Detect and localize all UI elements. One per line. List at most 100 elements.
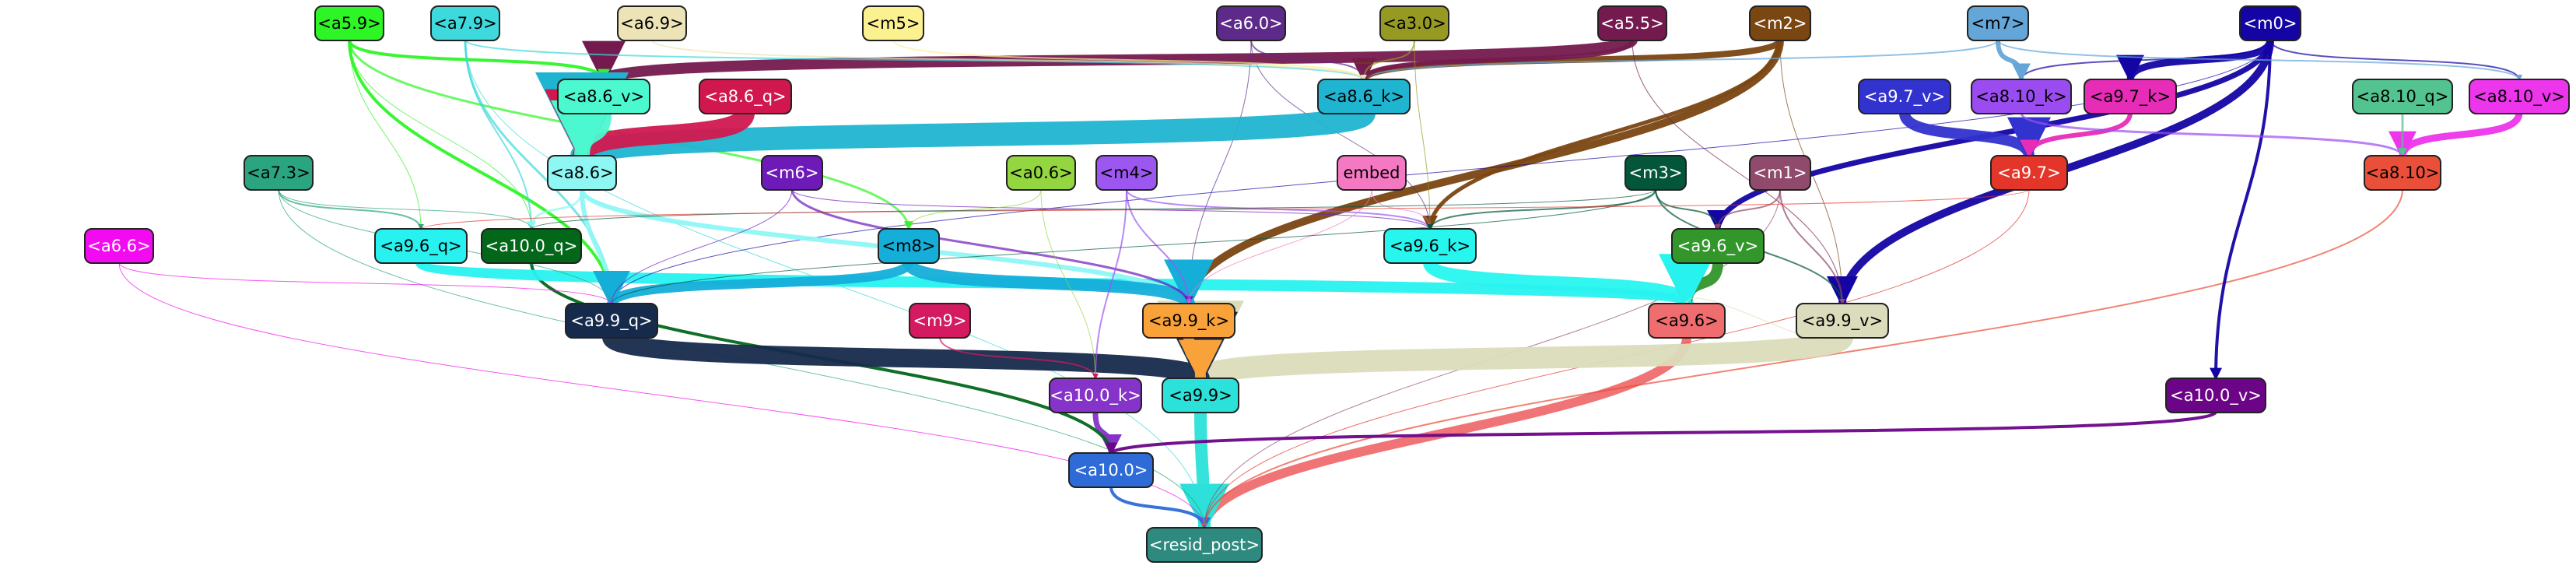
edge-m4-to-a9-9-k — [1126, 188, 1192, 305]
edge-a8-6-to-a10-0-q — [527, 188, 584, 231]
node-a10-0[interactable]: <a10.0> — [1068, 452, 1154, 488]
node-a9-6-v[interactable]: <a9.6_v> — [1671, 228, 1765, 264]
edge-m8-to-a9-9-k — [902, 259, 1214, 310]
node-a9-7[interactable]: <a9.7> — [1990, 155, 2068, 191]
node-a10-0-k[interactable]: <a10.0_k> — [1049, 378, 1142, 413]
node-a8-6[interactable]: <a8.6> — [547, 155, 617, 191]
edge-a10-0-to-resid-post — [1109, 486, 1211, 530]
node-a8-6-k[interactable]: <a8.6_k> — [1317, 79, 1411, 114]
node-a9-6[interactable]: <a9.6> — [1648, 303, 1726, 339]
node-a7-9[interactable]: <a7.9> — [430, 5, 500, 41]
node-m5[interactable]: <m5> — [862, 5, 924, 41]
node-a9-9-q[interactable]: <a9.9_q> — [565, 303, 658, 339]
edge-a0-6-to-a10-0-k — [1040, 188, 1097, 380]
edge-a8-6-v-to-a8-6 — [551, 100, 614, 163]
edge-a6-0-to-a9-9-k — [1187, 39, 1252, 305]
edge-m3-to-a9-9-q — [610, 188, 1656, 305]
node-m0[interactable]: <m0> — [2239, 5, 2301, 41]
node-a9-6-k[interactable]: <a9.6_k> — [1383, 228, 1477, 264]
node-a5-9[interactable]: <a5.9> — [314, 5, 384, 41]
edge-m3-to-a9-6-k — [1427, 188, 1656, 230]
node-a9-6-q[interactable]: <a9.6_q> — [374, 228, 468, 264]
edge-a8-10-k-to-a8-10 — [2020, 112, 2407, 158]
edge-m7-to-a8-10-k — [1996, 39, 2031, 83]
edge-m5-to-a8-6-k — [892, 39, 1367, 81]
node-a6-9[interactable]: <a6.9> — [617, 5, 687, 41]
node-embed[interactable]: embed — [1337, 155, 1407, 191]
edge-m6-to-a9-9-k — [790, 188, 1193, 306]
node-a5-5[interactable]: <a5.5> — [1597, 5, 1667, 41]
edge-m7-to-a8-6-k — [1361, 39, 1999, 81]
edge-a6-0-to-a9-6-k — [1250, 39, 1432, 230]
edge-a6-6-to-resid-post — [118, 262, 1206, 529]
edge-a10-0-v-to-a10-0 — [1105, 410, 2217, 455]
node-a8-10-q[interactable]: <a8.10_q> — [2352, 79, 2453, 114]
edge-m1-to-a9-6-v — [1715, 188, 1781, 230]
edge-m3-to-a9-6-v — [1655, 188, 1721, 230]
node-a8-6-q[interactable]: <a8.6_q> — [699, 79, 792, 114]
node-m8[interactable]: <m8> — [878, 228, 940, 264]
edge-m3-to-a10-0-q — [530, 188, 1656, 230]
node-m1[interactable]: <m1> — [1749, 155, 1811, 191]
edge-m4-to-a10-0-k — [1092, 188, 1127, 380]
edge-a5-9-to-a9-9-q — [348, 39, 618, 306]
edge-a9-9-k-to-a9-9 — [1178, 336, 1222, 384]
node-a0-6[interactable]: <a0.6> — [1006, 155, 1076, 191]
edge-a9-7-to-a9-6-q — [419, 188, 2030, 230]
node-a9-9[interactable]: <a9.9> — [1162, 378, 1239, 413]
node-a6-6[interactable]: <a6.6> — [84, 228, 154, 264]
edge-m0-to-a10-0-v — [2210, 39, 2272, 381]
edge-a9-9-v-to-a9-6 — [1685, 297, 1843, 344]
edge-a6-6-to-a9-9-q — [118, 262, 613, 305]
node-a6-0[interactable]: <a6.0> — [1216, 5, 1286, 41]
edge-a5-5-to-a9-9-v — [1631, 39, 1844, 305]
node-m3[interactable]: <m3> — [1624, 155, 1687, 191]
node-m7[interactable]: <m7> — [1967, 5, 2029, 41]
node-a9-9-k[interactable]: <a9.9_k> — [1142, 303, 1235, 339]
node-m6[interactable]: <m6> — [761, 155, 823, 191]
edge-m9-to-a10-0-k — [939, 336, 1099, 380]
node-a3-0[interactable]: <a3.0> — [1379, 5, 1449, 41]
edge-a8-10-v-to-a8-10 — [2388, 112, 2523, 160]
node-resid-post[interactable]: <resid_post> — [1146, 527, 1263, 563]
edge-m2-to-a9-9-k — [1173, 39, 1784, 307]
edge-m1-to-a9-9-v — [1779, 188, 1845, 305]
node-a10-0-v[interactable]: <a10.0_v> — [2165, 378, 2266, 413]
edge-a7-9-to-a8-6-k — [464, 39, 1367, 81]
edge-a5-9-to-a8-6-v — [348, 39, 610, 82]
edge-a3-0-to-a9-6-k — [1414, 39, 1432, 230]
node-a8-10[interactable]: <a8.10> — [2364, 155, 2441, 191]
edge-m0-to-a8-10-v — [2269, 39, 2522, 81]
edge-a6-0-to-a8-6-k — [1250, 39, 1367, 81]
edge-a9-7-k-to-a9-7 — [2020, 112, 2133, 159]
edge-a7-9-to-a10-0-q — [464, 39, 534, 230]
edge-a0-6-to-m8 — [907, 188, 1042, 230]
edge-a6-9-to-a8-6-k — [651, 39, 1367, 81]
node-m2[interactable]: <m2> — [1749, 5, 1811, 41]
node-m4[interactable]: <m4> — [1095, 155, 1158, 191]
node-a9-9-v[interactable]: <a9.9_v> — [1796, 303, 1889, 339]
node-a9-7-k[interactable]: <a9.7_k> — [2084, 79, 2177, 114]
node-a8-10-k[interactable]: <a8.10_k> — [1971, 79, 2072, 114]
edge-a5-9-to-a10-0-q — [349, 39, 533, 230]
edge-m0-to-a8-10-k — [2018, 39, 2271, 81]
edge-m0-to-a9-7-k — [2116, 38, 2274, 83]
node-a9-7-v[interactable]: <a9.7_v> — [1858, 79, 1951, 114]
node-m9[interactable]: <m9> — [909, 303, 971, 339]
edge-a5-9-to-a9-6-q — [349, 39, 422, 230]
edge-a9-6-to-resid-post — [1186, 336, 1691, 532]
node-a8-10-v[interactable]: <a8.10_v> — [2469, 79, 2570, 114]
edge-embed-to-a9-6-k — [1371, 188, 1432, 230]
edge-a7-3-to-a9-6-q — [278, 188, 424, 230]
edge-a9-9-v-to-a9-9 — [1158, 300, 1853, 388]
edge-a7-3-to-a10-0-q — [278, 188, 533, 230]
edge-m7-to-a8-10-v — [1997, 39, 2522, 81]
edge-a9-6-v-to-a9-6 — [1665, 262, 1723, 309]
node-a10-0-q[interactable]: <a10.0_q> — [481, 228, 582, 264]
edge-m2-to-a9-6-k — [1422, 39, 1782, 231]
node-a8-6-v[interactable]: <a8.6_v> — [557, 79, 650, 114]
edge-a9-9-to-resid-post — [1179, 411, 1229, 534]
node-a7-3[interactable]: <a7.3> — [244, 155, 314, 191]
